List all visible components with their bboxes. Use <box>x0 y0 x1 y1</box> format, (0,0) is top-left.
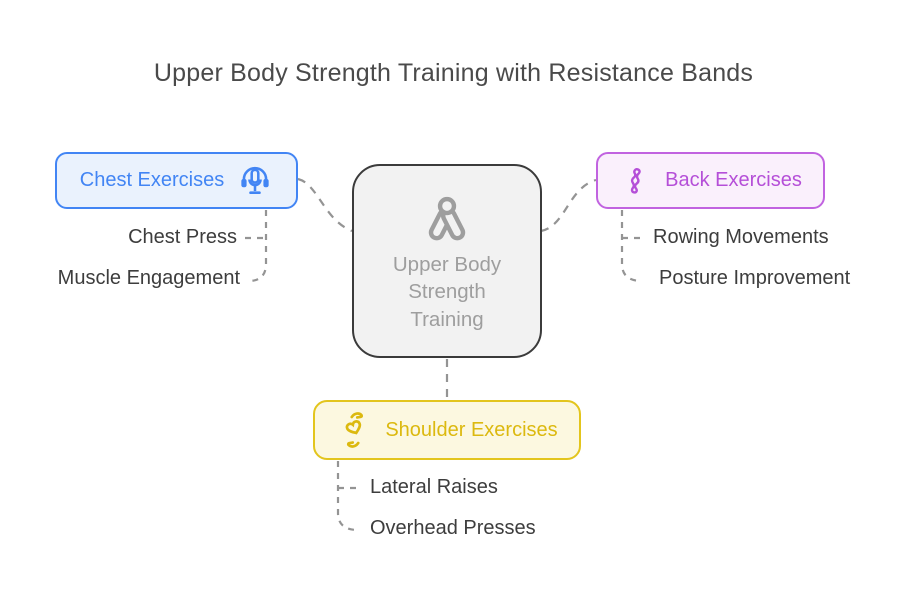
branch-node-chest[interactable]: Chest Exercises <box>55 152 298 209</box>
branch-node-shoulder[interactable]: Shoulder Exercises <box>313 400 581 460</box>
chest-node-label: Chest Exercises <box>79 169 225 191</box>
subitem-rowing-movements[interactable]: Rowing Movements <box>653 226 829 248</box>
connector-back-subtree <box>620 210 641 283</box>
page-title: Upper Body Strength Training with Resist… <box>153 59 754 87</box>
central-node-label: Upper Body Strength Training <box>392 253 502 331</box>
back-node-label: Back Exercises <box>665 169 802 191</box>
spine-icon <box>630 167 641 194</box>
hand-gripper-icon <box>428 197 466 241</box>
shoulder-node-label: Shoulder Exercises <box>385 418 558 441</box>
subitem-posture-improvement[interactable]: Posture Improvement <box>659 267 851 289</box>
connector-shoulder-subtree <box>336 461 357 532</box>
connector-chest-center <box>297 177 353 233</box>
subitem-overhead-presses[interactable]: Overhead Presses <box>370 517 536 539</box>
subitem-lateral-raises[interactable]: Lateral Raises <box>370 476 498 498</box>
connector-center-back <box>540 178 597 233</box>
central-node[interactable]: Upper Body Strength Training <box>352 164 542 358</box>
hands-holding-heart-icon <box>346 412 364 448</box>
subitem-muscle-engagement[interactable]: Muscle Engagement <box>57 267 240 289</box>
branch-node-back[interactable]: Back Exercises <box>596 152 825 209</box>
microphone-headphones-icon <box>241 166 269 194</box>
connector-chest-subtree <box>249 210 268 283</box>
subitem-chest-press[interactable]: Chest Press <box>128 226 237 248</box>
